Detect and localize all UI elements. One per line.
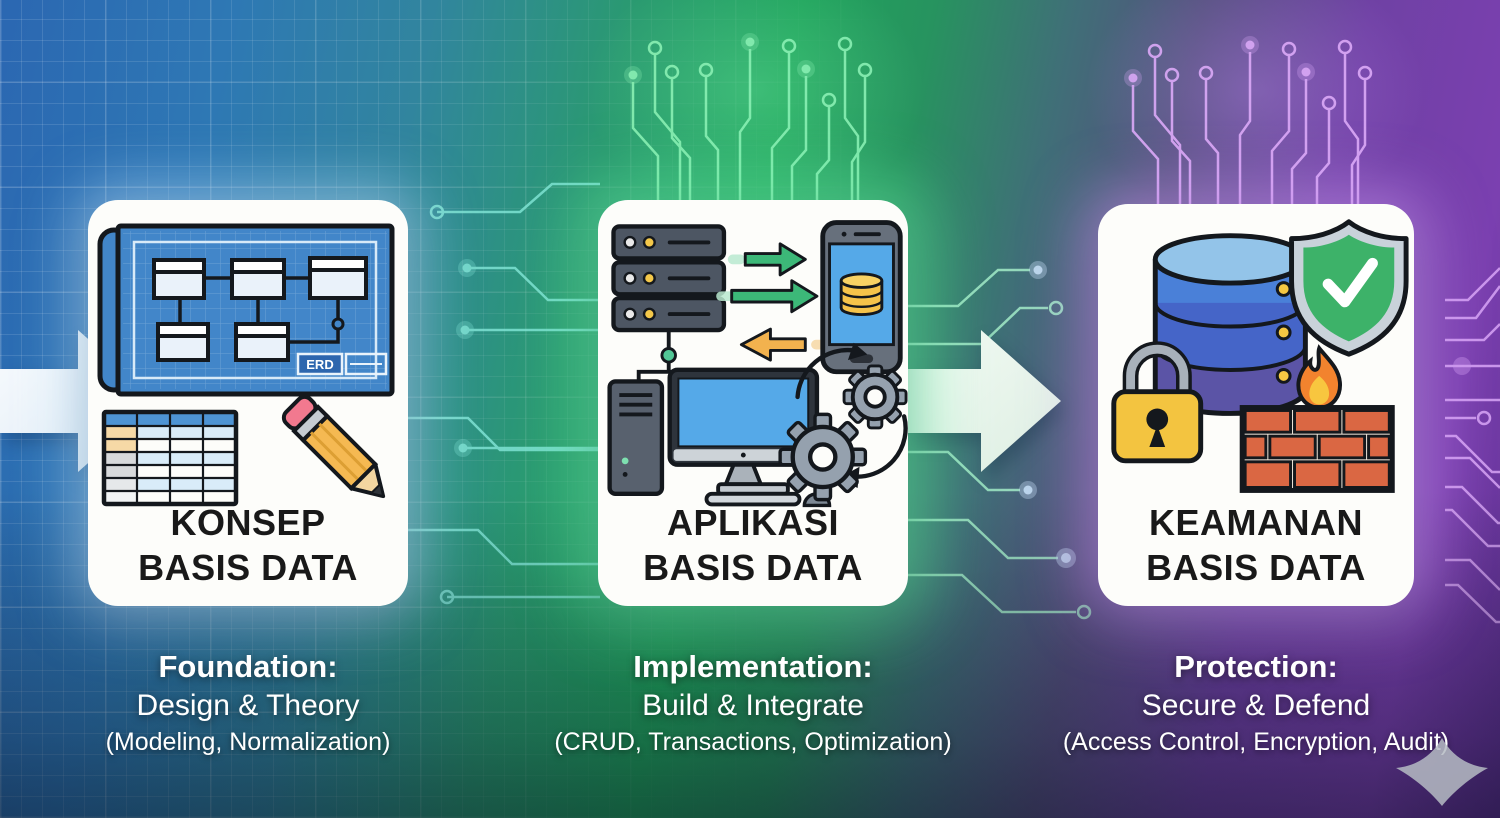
process-gears-icon — [778, 342, 908, 502]
card-title-keamanan: KEAMANAN BASIS DATA — [1098, 500, 1414, 590]
title-line-1: APLIKASI — [666, 502, 839, 543]
flame-icon — [1296, 344, 1342, 410]
card-title-konsep: KONSEP BASIS DATA — [88, 500, 408, 590]
title-line-1: KEAMANAN — [1149, 502, 1363, 543]
data-table-icon — [101, 409, 239, 507]
transfer-arrows-icon — [716, 242, 833, 362]
caption-title: Protection: — [1174, 649, 1338, 684]
brick-wall-icon — [1239, 405, 1395, 493]
caption-detail: (CRUD, Transactions, Optimization) — [554, 728, 952, 756]
caption-subtitle: Design & Theory — [136, 689, 360, 722]
desktop-computer-icon — [607, 367, 832, 508]
caption-subtitle: Build & Integrate — [642, 689, 864, 722]
shield-check-icon — [1289, 219, 1409, 357]
card-title-aplikasi: APLIKASI BASIS DATA — [598, 500, 908, 590]
mobile-database-icon — [820, 220, 903, 375]
caption-subtitle: Secure & Defend — [1141, 689, 1371, 722]
flow-arrow-2-icon — [903, 330, 1061, 472]
konsep-illustration: ERD — [97, 223, 395, 507]
gear-icon — [842, 364, 908, 430]
firewall-flame-icon — [1239, 344, 1395, 493]
title-line-2: BASIS DATA — [643, 547, 863, 588]
erd-label: ERD — [306, 357, 333, 372]
title-line-2: BASIS DATA — [1146, 547, 1366, 588]
server-stack-icon — [611, 224, 727, 390]
gear-icon — [778, 412, 868, 502]
card-aplikasi-basis-data: APLIKASI BASIS DATA — [598, 200, 908, 606]
flow-arrow-1-icon — [0, 330, 158, 472]
caption-detail: (Modeling, Normalization) — [105, 728, 391, 756]
caption-detail: (Access Control, Encryption, Audit) — [1062, 728, 1450, 756]
title-line-1: KONSEP — [170, 502, 326, 543]
card-keamanan-basis-data: KEAMANAN BASIS DATA — [1098, 204, 1414, 606]
card-konsep-basis-data: ERD K — [88, 200, 408, 606]
caption-title: Foundation: — [158, 649, 338, 684]
curved-diamond-watermark-icon — [1396, 738, 1488, 806]
caption-foundation: Foundation: Design & Theory (Modeling, N… — [8, 646, 488, 759]
padlock-icon — [1111, 341, 1204, 464]
aplikasi-illustration — [607, 220, 908, 508]
caption-title: Implementation: — [633, 649, 873, 684]
caption-implementation: Implementation: Build & Integrate (CRUD,… — [513, 646, 993, 759]
caption-protection: Protection: Secure & Defend (Access Cont… — [1010, 646, 1500, 759]
pencil-icon — [281, 394, 386, 499]
blueprint-erd-icon: ERD — [97, 223, 395, 397]
keamanan-illustration — [1111, 219, 1409, 493]
title-line-2: BASIS DATA — [138, 547, 358, 588]
